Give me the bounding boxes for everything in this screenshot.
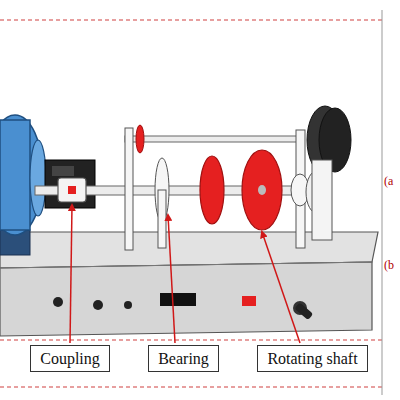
- motor: [30, 140, 46, 216]
- part-name: Bearing: [158, 350, 209, 368]
- motor: [52, 166, 74, 176]
- coupling: [68, 186, 76, 194]
- rotor-disk: [136, 125, 282, 230]
- leader-arrow: [168, 215, 175, 343]
- frame-lines: [0, 386, 382, 387]
- label-box: Coupling: [30, 345, 110, 372]
- panel-label: (b: [384, 258, 394, 273]
- motor: [45, 160, 95, 208]
- rotor-disk: [242, 150, 282, 230]
- label-box: Rotating shaft: [257, 345, 368, 372]
- part-name: Coupling: [40, 350, 100, 368]
- motor: [0, 120, 30, 230]
- rotor-disk: [136, 125, 144, 153]
- leader-arrow: [262, 232, 300, 343]
- base-platform: [160, 293, 196, 306]
- base-platform: [0, 262, 372, 336]
- part-name: Rotating shaft: [267, 350, 357, 368]
- pulley: [312, 160, 332, 240]
- shaft: [125, 136, 300, 142]
- base-platform: [0, 232, 378, 336]
- frame-lines: [0, 339, 382, 340]
- coupling: [58, 178, 86, 202]
- pulley: [306, 106, 351, 240]
- rotor-disk: [258, 185, 266, 195]
- bearing-support: [125, 128, 309, 250]
- bearing-support: [158, 190, 166, 248]
- frame-lines: [0, 19, 382, 20]
- label-box: Bearing: [148, 345, 219, 372]
- motor: [0, 115, 95, 255]
- leader-arrow: [70, 205, 72, 343]
- frame-lines: [0, 10, 382, 395]
- base-platform: [93, 300, 103, 310]
- panel-label: (a: [384, 174, 393, 189]
- base-platform: [53, 297, 63, 307]
- bearing-support: [125, 128, 133, 250]
- base-platform: [0, 262, 372, 268]
- base-platform: [294, 302, 313, 320]
- base-platform: [124, 301, 132, 309]
- leader-arrow: [70, 205, 300, 343]
- frame-lines: [382, 10, 383, 395]
- rotor-disk: [200, 156, 224, 224]
- coupling: [58, 178, 86, 202]
- base-platform: [242, 296, 256, 306]
